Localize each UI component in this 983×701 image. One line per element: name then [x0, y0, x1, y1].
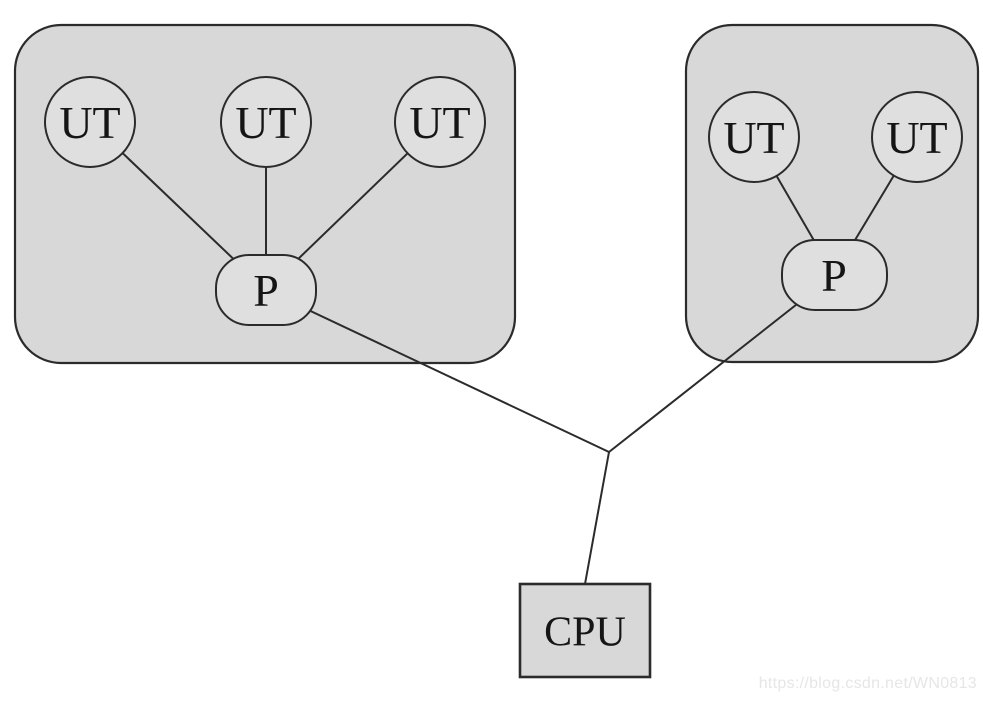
ut-node: [44, 76, 136, 168]
csdn-watermark: https://blog.csdn.net/WN0813: [758, 675, 977, 692]
ut-node: [871, 91, 963, 183]
p-node: [781, 239, 888, 311]
edge-junction-to-cpu: [584, 451, 610, 585]
p-node: [215, 254, 317, 326]
ut-node-label: UT: [235, 97, 296, 148]
p-node-label: P: [821, 250, 847, 301]
ut-node-label: UT: [723, 112, 784, 163]
cpu-node: [518, 582, 652, 679]
ut-node-label: UT: [59, 97, 120, 148]
ut-node: [220, 76, 312, 168]
right-terminal-group-box: [684, 23, 980, 364]
ut-node: [708, 91, 800, 183]
cpu-node-label: CPU: [544, 610, 626, 656]
p-node-label: P: [253, 265, 279, 316]
edge-left-p-to-junction: [265, 289, 610, 453]
ut-node: [394, 76, 486, 168]
ut-node-label: UT: [409, 97, 470, 148]
ut-node-label: UT: [886, 112, 947, 163]
